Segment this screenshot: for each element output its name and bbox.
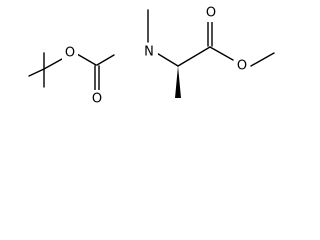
- carbamate-carbonyl-oxygen-label: O: [92, 92, 102, 107]
- bond-alpha-carbon-to-ester-carbon: [177, 46, 211, 67]
- ester-group: [207, 19, 275, 67]
- bond-tbu-methyl-left: [28, 68, 45, 77]
- bond-carbonyl-to-nitrogen: [96, 54, 115, 66]
- atom-labels: O O N O O: [62, 4, 250, 108]
- bond-ester-oxygen-methyl: [250, 52, 275, 67]
- nitrogen-label: N: [144, 45, 154, 60]
- bond-oxygen-to-carbonyl-carbon: [76, 53, 97, 66]
- stereo-wedge-bond: [175, 66, 181, 98]
- bond-tbu-to-oxygen: [43, 58, 63, 70]
- tert-butyl-group: [28, 52, 63, 88]
- ester-oxygen-label: O: [237, 59, 247, 74]
- bond-nitrogen-to-alpha-carbon: [154, 51, 179, 67]
- structure-diagram: O O N O O: [28, 4, 275, 108]
- ester-carbonyl-oxygen-label: O: [206, 6, 216, 21]
- ether-oxygen-label: O: [65, 46, 75, 61]
- bond-ester-carbon-to-oxygen: [209, 46, 234, 61]
- carbamate-group: [76, 53, 115, 91]
- amine-backbone: [147, 9, 211, 98]
